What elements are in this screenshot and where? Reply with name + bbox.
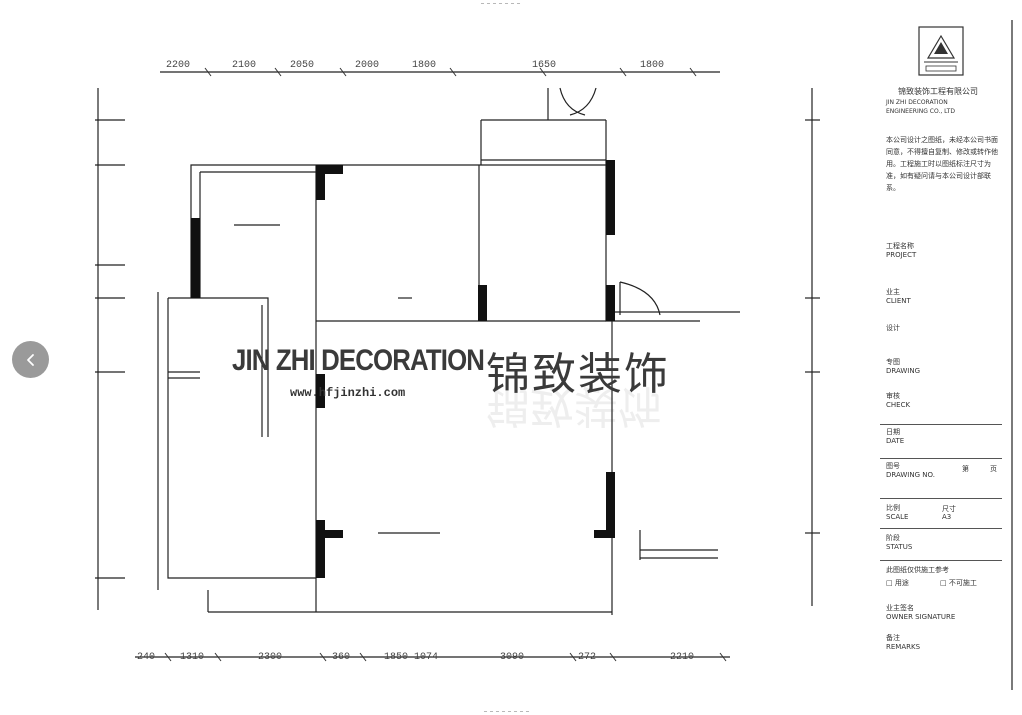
dimension-bottom-9: 2210: [670, 652, 695, 663]
date-value: DATE: [886, 437, 905, 445]
status-label: 阶段: [886, 534, 900, 542]
dimension-top-7: 1800: [640, 60, 665, 71]
scale-value: SCALE: [886, 513, 909, 521]
divider: [880, 498, 1002, 499]
date-label: 日期: [886, 428, 900, 436]
option-2-label: 不可施工: [948, 579, 977, 587]
watermark-url: www.hfjinzhi.com: [290, 386, 406, 400]
company-name-en-line-1: JIN ZHI DECORATION: [886, 99, 948, 106]
divider: [880, 424, 1002, 425]
page-label: 第: [962, 465, 969, 473]
divider: [880, 458, 1002, 459]
dimension-top-6: 1650: [532, 60, 557, 71]
owner-label: 业主: [886, 288, 900, 296]
top-note: — — — — — — —: [481, 1, 521, 7]
title-block: 锦致装饰工程有限公司 JIN ZHI DECORATION ENGINEERIN…: [880, 20, 1002, 680]
project-label: 工程名称: [886, 242, 914, 250]
drawing-no-label: 图号: [886, 462, 900, 470]
check-label: 审核: [886, 392, 900, 400]
company-name-en: JIN ZHI DECORATION ENGINEERING CO., LTD: [886, 98, 955, 116]
dimension-bottom-2: 1310: [180, 652, 205, 663]
status-value: STATUS: [886, 543, 913, 551]
size-value: A3: [942, 513, 952, 521]
dimension-bottom-1: 240: [137, 652, 156, 663]
owner-value: CLIENT: [886, 297, 911, 305]
option-checkbox-1[interactable]: □ 用途: [886, 579, 909, 587]
divider: [880, 560, 1002, 561]
drawing-label: 专图: [886, 358, 900, 366]
signature-value: OWNER SIGNATURE: [886, 613, 956, 621]
dimension-bottom-4: 360: [332, 652, 351, 663]
dimension-top-5: 1800: [412, 60, 437, 71]
watermark-brand-reflection: 锦致装饰: [486, 380, 662, 431]
project-value: PROJECT: [886, 251, 917, 259]
dimension-bottom-5: 1850: [384, 652, 409, 663]
dimension-top-3: 2050: [290, 60, 315, 71]
designer-label: 设计: [886, 324, 900, 332]
dimension-bottom-3: 2300: [258, 652, 283, 663]
check-value: CHECK: [886, 401, 911, 409]
divider: [880, 528, 1002, 529]
signature-label: 业主签名: [886, 604, 914, 612]
dimension-top-4: 2000: [355, 60, 380, 71]
remarks-label: 备注: [886, 634, 900, 642]
drawing-value: DRAWING: [886, 367, 921, 375]
chevron-left-icon: [26, 353, 34, 366]
construction-label: 此图纸仅供施工参考: [886, 566, 949, 574]
bottom-note: — — — — — — — —: [484, 709, 530, 715]
dimension-bottom-8: 272: [578, 652, 597, 663]
dimension-top-2: 2100: [232, 60, 257, 71]
copyright-notice: 本公司设计之图纸，未经本公司书面同意，不得擅自复制、修改或转作他用。工程施工时以…: [886, 136, 998, 192]
size-label: 尺寸: [942, 505, 956, 513]
option-checkbox-2[interactable]: □ 不可施工: [940, 579, 977, 587]
dimension-top-1: 2200: [166, 60, 191, 71]
scale-label: 比例: [886, 504, 900, 512]
option-1-label: 用途: [894, 579, 909, 587]
watermark-brand-en: JIN ZHI DECORATION: [232, 344, 485, 377]
company-logo-icon: [918, 26, 964, 76]
page-total-label: 页: [990, 465, 997, 473]
previous-image-button[interactable]: [12, 341, 49, 378]
dimension-bottom-7: 3090: [500, 652, 525, 663]
dimension-bottom-6: 1074: [414, 652, 439, 663]
remarks-value: REMARKS: [886, 643, 921, 651]
company-name-zh: 锦致装饰工程有限公司: [898, 87, 978, 96]
company-name-en-line-2: ENGINEERING CO., LTD: [886, 108, 955, 115]
watermark-brand-zh: 锦致装饰: [486, 349, 670, 400]
drawing-no-value: DRAWING NO.: [886, 471, 935, 479]
